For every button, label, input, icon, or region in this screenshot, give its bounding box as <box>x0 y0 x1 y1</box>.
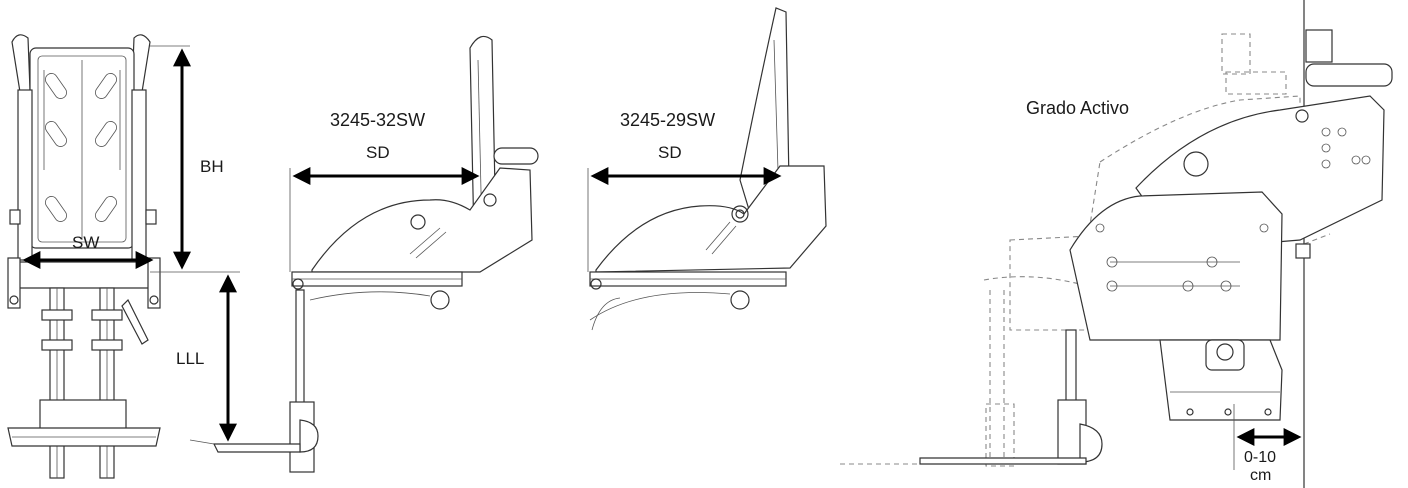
side-view-29sw-dimensions <box>587 167 782 272</box>
side-view-32sw-drawing <box>189 35 539 473</box>
sd-label-32sw: SD <box>366 143 390 162</box>
bh-label: BH <box>200 157 224 176</box>
grado-activo-title: Grado Activo <box>1026 98 1129 118</box>
side-view-29sw-drawing <box>589 7 827 331</box>
front-view-drawing <box>7 34 161 479</box>
lll-label: LLL <box>176 349 204 368</box>
model-label-32sw: 3245-32SW <box>330 110 425 130</box>
front-view-dimensions <box>22 45 240 445</box>
side-view-32sw-dimensions <box>289 167 480 272</box>
range-unit-label: cm <box>1250 467 1271 484</box>
sw-label: SW <box>72 233 99 252</box>
grado-activo-dimensions <box>1233 404 1302 470</box>
range-value-label: 0-10 <box>1244 449 1276 466</box>
sd-label-29sw: SD <box>658 143 682 162</box>
model-label-29sw: 3245-29SW <box>620 110 715 130</box>
grado-activo-drawing <box>840 0 1393 488</box>
